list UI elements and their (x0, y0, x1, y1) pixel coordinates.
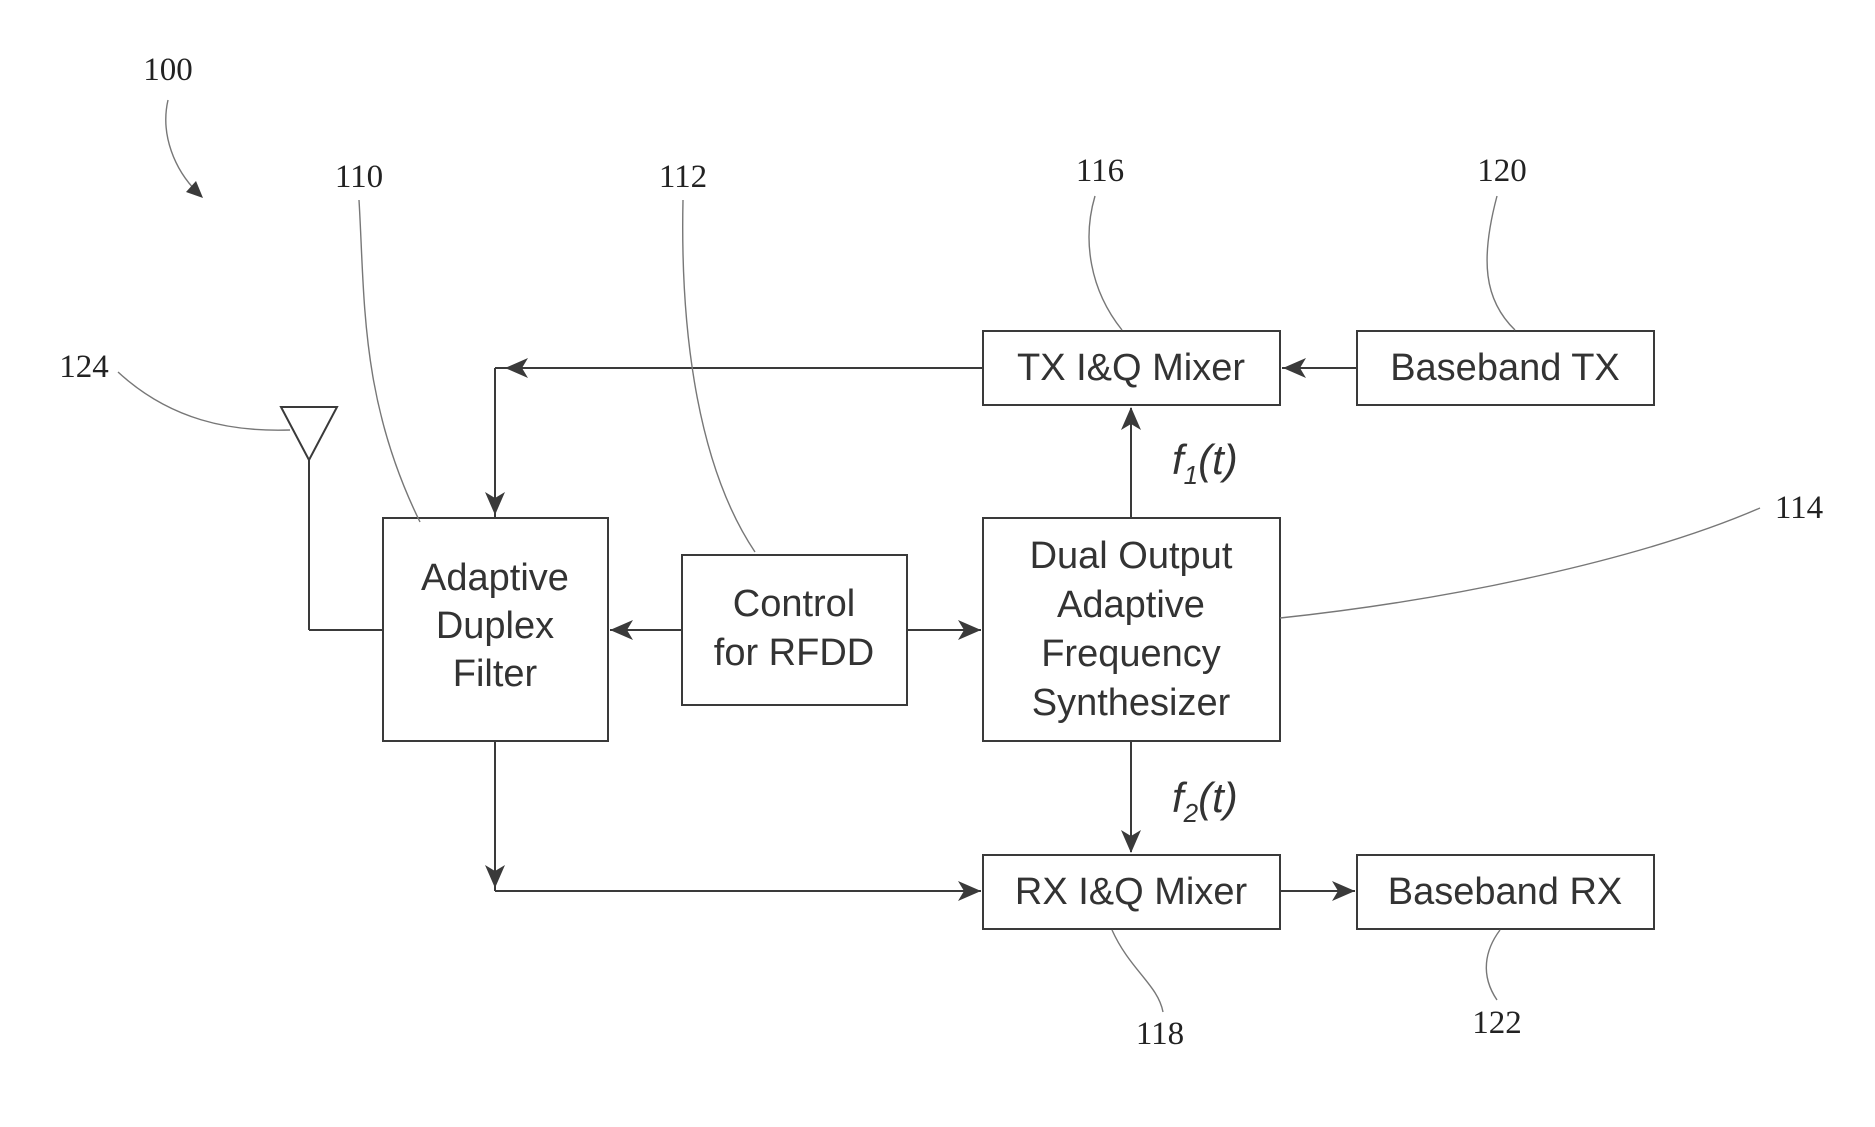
connector-duplex-filter-to-rx-mixer (485, 741, 981, 901)
connector-synthesizer-to-rx-mixer (1121, 741, 1141, 853)
leader-122 (1486, 930, 1500, 1000)
ref-112: 112 (659, 159, 707, 195)
duplex-filter-label-line2: Duplex (436, 605, 554, 647)
block-dual-output-synthesizer: Dual Output Adaptive Frequency Synthesiz… (983, 518, 1280, 741)
leader-112 (683, 200, 755, 552)
block-adaptive-duplex-filter: Adaptive Duplex Filter (383, 518, 608, 741)
synthesizer-label-line4: Synthesizer (1032, 682, 1231, 724)
leader-114 (1280, 508, 1760, 618)
synthesizer-label-line2: Adaptive (1057, 584, 1205, 626)
connector-synthesizer-to-tx-mixer (1121, 407, 1141, 518)
connector-control-to-duplex-filter (610, 620, 682, 640)
figure-ref-arrow (166, 100, 197, 192)
ref-110: 110 (335, 159, 383, 195)
ref-120: 120 (1477, 153, 1527, 189)
synthesizer-label-line1: Dual Output (1030, 535, 1233, 577)
block-tx-iq-mixer: TX I&Q Mixer (983, 331, 1280, 405)
duplex-filter-label-line1: Adaptive (421, 557, 569, 599)
leader-110 (359, 200, 420, 522)
connector-tx-mixer-to-duplex-filter (485, 358, 983, 518)
ref-114: 114 (1775, 490, 1823, 526)
signal-label-f2: f2(t) (1172, 774, 1238, 828)
signal-label-f1: f1(t) (1172, 436, 1238, 490)
leader-118 (1112, 930, 1163, 1012)
block-rx-iq-mixer: RX I&Q Mixer (983, 855, 1280, 929)
figure-ref-100: 100 (143, 52, 193, 88)
rx-mixer-label: RX I&Q Mixer (1015, 871, 1248, 913)
synthesizer-label-line3: Frequency (1041, 633, 1221, 675)
ref-122: 122 (1472, 1005, 1522, 1041)
duplex-filter-label-line3: Filter (453, 653, 538, 695)
control-label-line1: Control (733, 583, 856, 625)
tx-mixer-label: TX I&Q Mixer (1017, 347, 1245, 389)
leader-116 (1089, 196, 1122, 330)
ref-116: 116 (1076, 153, 1124, 189)
ref-124: 124 (59, 349, 109, 385)
leader-120 (1487, 196, 1515, 330)
baseband-rx-label: Baseband RX (1388, 871, 1623, 913)
block-baseband-rx: Baseband RX (1357, 855, 1654, 929)
block-baseband-tx: Baseband TX (1357, 331, 1654, 405)
baseband-tx-label: Baseband TX (1390, 347, 1620, 389)
leader-124 (118, 372, 290, 430)
connector-rx-mixer-to-baseband-rx (1280, 881, 1355, 901)
antenna-icon (281, 407, 383, 630)
ref-118: 118 (1136, 1016, 1184, 1052)
connector-baseband-tx-to-tx-mixer (1282, 358, 1357, 378)
control-label-line2: for RFDD (714, 632, 874, 674)
block-control-for-rfdd: Control for RFDD (682, 555, 907, 705)
connector-control-to-synthesizer (907, 620, 981, 640)
